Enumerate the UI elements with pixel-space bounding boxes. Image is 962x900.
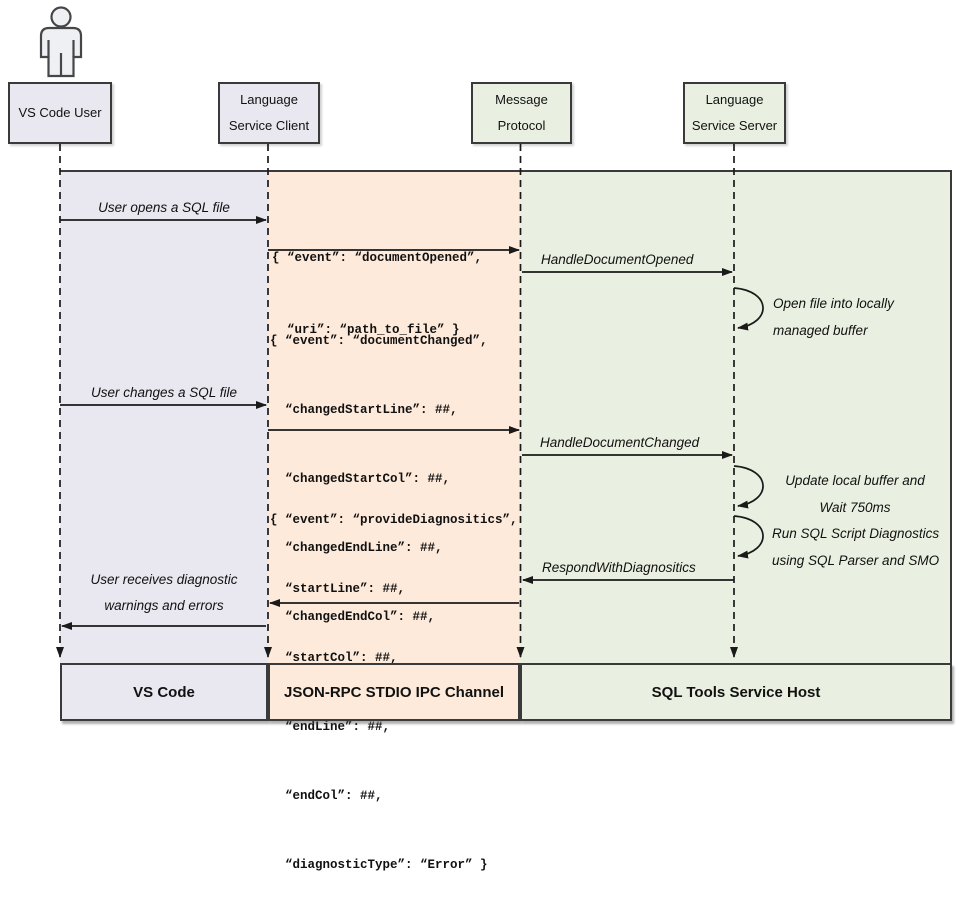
actor-box-message-protocol: Message Protocol: [471, 82, 572, 144]
footer-label: SQL Tools Service Host: [651, 683, 821, 701]
swimlane-band: [60, 170, 952, 663]
label-handle-document-opened: HandleDocumentOpened: [541, 252, 694, 267]
actor-box-language-service-server: Language Service Server: [683, 82, 786, 144]
lane-ipc-channel: [268, 172, 520, 663]
actor-label: VS Code User: [18, 105, 102, 120]
label-user-opens: User opens a SQL file: [98, 200, 230, 215]
actor-box-vscode-user: VS Code User: [8, 82, 112, 144]
payload-line: “startCol”: ##,: [270, 651, 398, 665]
actor-label: Language: [240, 92, 298, 107]
note-run-diagnostics: Run SQL Script Diagnostics using SQL Par…: [772, 520, 939, 574]
payload-line: “startLine”: ##,: [270, 582, 406, 596]
payload-line: “endLine”: ##,: [270, 720, 391, 734]
note-line: Open file into locally: [773, 296, 894, 311]
payload-line: { “event”: “documentChanged”,: [270, 334, 488, 348]
footer-box-ipc-channel: JSON-RPC STDIO IPC Channel: [268, 663, 520, 721]
payload-line: { “event”: “documentOpened”,: [272, 251, 483, 265]
note-open-file: Open file into locally managed buffer: [773, 290, 894, 344]
payload-line: “changedEndLine”: ##,: [270, 541, 443, 555]
payload-line: “changedStartCol”: ##,: [270, 472, 451, 486]
note-update-buffer: Update local buffer and Wait 750ms: [770, 467, 940, 521]
label-handle-document-changed: HandleDocumentChanged: [540, 435, 700, 450]
footer-box-vscode: VS Code: [60, 663, 268, 721]
actor-label: Service Server: [691, 118, 778, 133]
note-line: managed buffer: [773, 323, 868, 338]
label-respond-with-diagnostics: RespondWithDiagnositics: [542, 560, 696, 575]
payload-line: { “event”: “provideDiagnositics”,: [270, 513, 518, 527]
payload-line: “changedStartLine”: ##,: [270, 403, 458, 417]
lane-service-host: [520, 172, 950, 663]
payload-line: “endCol”: ##,: [270, 789, 383, 803]
footer-label: VS Code: [133, 683, 195, 701]
actor-label: Service Client: [228, 118, 310, 133]
payload-line: “changedEndCol”: ##,: [270, 610, 436, 624]
label-line: warnings and errors: [104, 598, 224, 613]
lane-vscode: [60, 172, 268, 663]
note-line: using SQL Parser and SMO: [772, 553, 940, 568]
note-line: Update local buffer and: [785, 473, 925, 488]
sequence-diagram: { "actors": { "user": { "label": "VS Cod…: [8, 6, 952, 872]
note-line: Wait 750ms: [819, 500, 891, 515]
label-user-changes: User changes a SQL file: [90, 385, 238, 400]
footer-label: JSON-RPC STDIO IPC Channel: [283, 683, 505, 701]
footer-box-service-host: SQL Tools Service Host: [520, 663, 952, 721]
payload-document-opened: { “event”: “documentOpened”, “uri”: “pat…: [272, 198, 482, 366]
actor-label: Language: [705, 92, 764, 107]
payload-line: “uri”: “path_to_file” }: [272, 323, 460, 337]
payload-line: “diagnosticType”: “Error” }: [270, 858, 488, 872]
actor-label: Protocol: [497, 118, 546, 133]
actor-label: Message: [495, 92, 548, 107]
note-line: Run SQL Script Diagnostics: [772, 526, 940, 541]
label-line: User receives diagnostic: [90, 572, 238, 587]
label-user-receives: User receives diagnostic warnings and er…: [60, 567, 268, 619]
actor-box-language-service-client: Language Service Client: [218, 82, 320, 144]
